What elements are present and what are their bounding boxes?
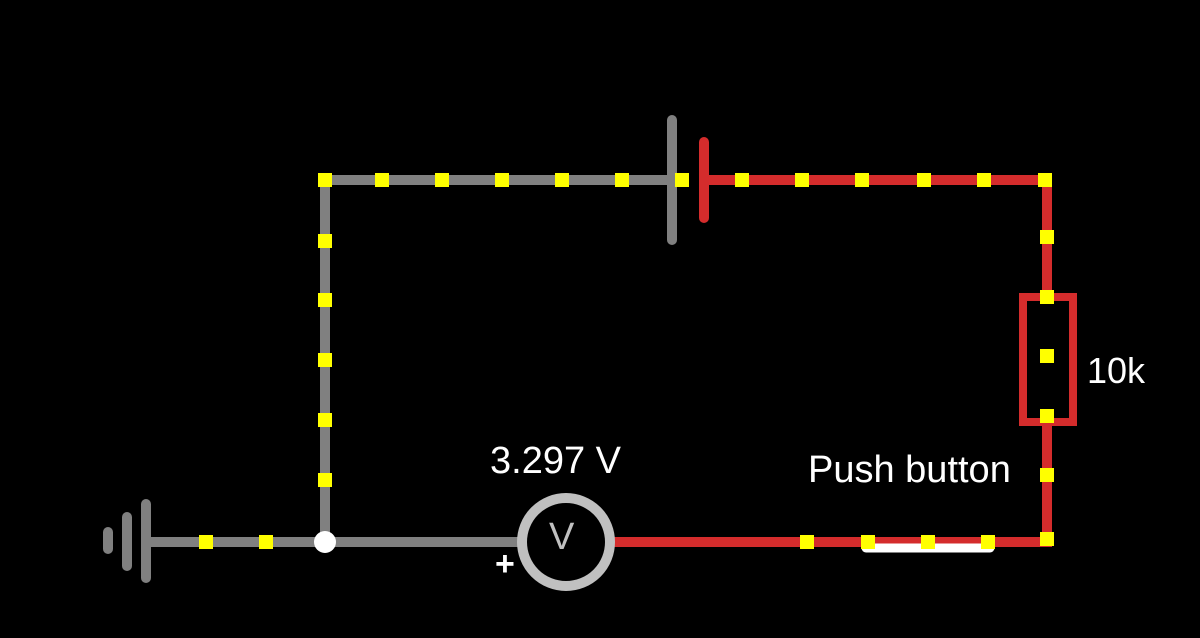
current-dot bbox=[318, 173, 332, 187]
current-dot bbox=[855, 173, 869, 187]
current-dot bbox=[1040, 532, 1054, 546]
current-dot bbox=[199, 535, 213, 549]
current-dot bbox=[375, 173, 389, 187]
current-dot bbox=[1040, 230, 1054, 244]
current-dot bbox=[675, 173, 689, 187]
current-dot bbox=[318, 293, 332, 307]
battery[interactable] bbox=[667, 115, 709, 245]
resistor-label: 10k bbox=[1087, 350, 1146, 391]
current-dot bbox=[318, 473, 332, 487]
current-dot bbox=[318, 353, 332, 367]
voltmeter-reading: 3.297 V bbox=[490, 440, 621, 482]
voltmeter-symbol: V bbox=[549, 516, 575, 558]
current-dot bbox=[1038, 173, 1052, 187]
current-dot bbox=[917, 173, 931, 187]
current-dot bbox=[921, 535, 935, 549]
current-dot bbox=[977, 173, 991, 187]
current-dot bbox=[1040, 349, 1054, 363]
polarity-plus-icon: + bbox=[495, 545, 515, 583]
current-dot bbox=[1040, 290, 1054, 304]
current-dot bbox=[735, 173, 749, 187]
voltmeter[interactable] bbox=[517, 493, 615, 591]
gray-wires[interactable] bbox=[145, 175, 677, 547]
junction-node[interactable] bbox=[314, 531, 336, 553]
current-dot bbox=[318, 234, 332, 248]
current-dot bbox=[615, 173, 629, 187]
current-dot bbox=[800, 535, 814, 549]
current-dot bbox=[981, 535, 995, 549]
push-button-label: Push button bbox=[808, 449, 1011, 491]
ground-symbol[interactable] bbox=[103, 499, 151, 583]
current-dot bbox=[435, 173, 449, 187]
current-dot bbox=[259, 535, 273, 549]
current-dot bbox=[555, 173, 569, 187]
current-dot bbox=[795, 173, 809, 187]
current-dots bbox=[199, 173, 1054, 549]
current-dot bbox=[318, 413, 332, 427]
current-dot bbox=[495, 173, 509, 187]
current-dot bbox=[1040, 468, 1054, 482]
current-dot bbox=[1040, 409, 1054, 423]
current-dot bbox=[861, 535, 875, 549]
